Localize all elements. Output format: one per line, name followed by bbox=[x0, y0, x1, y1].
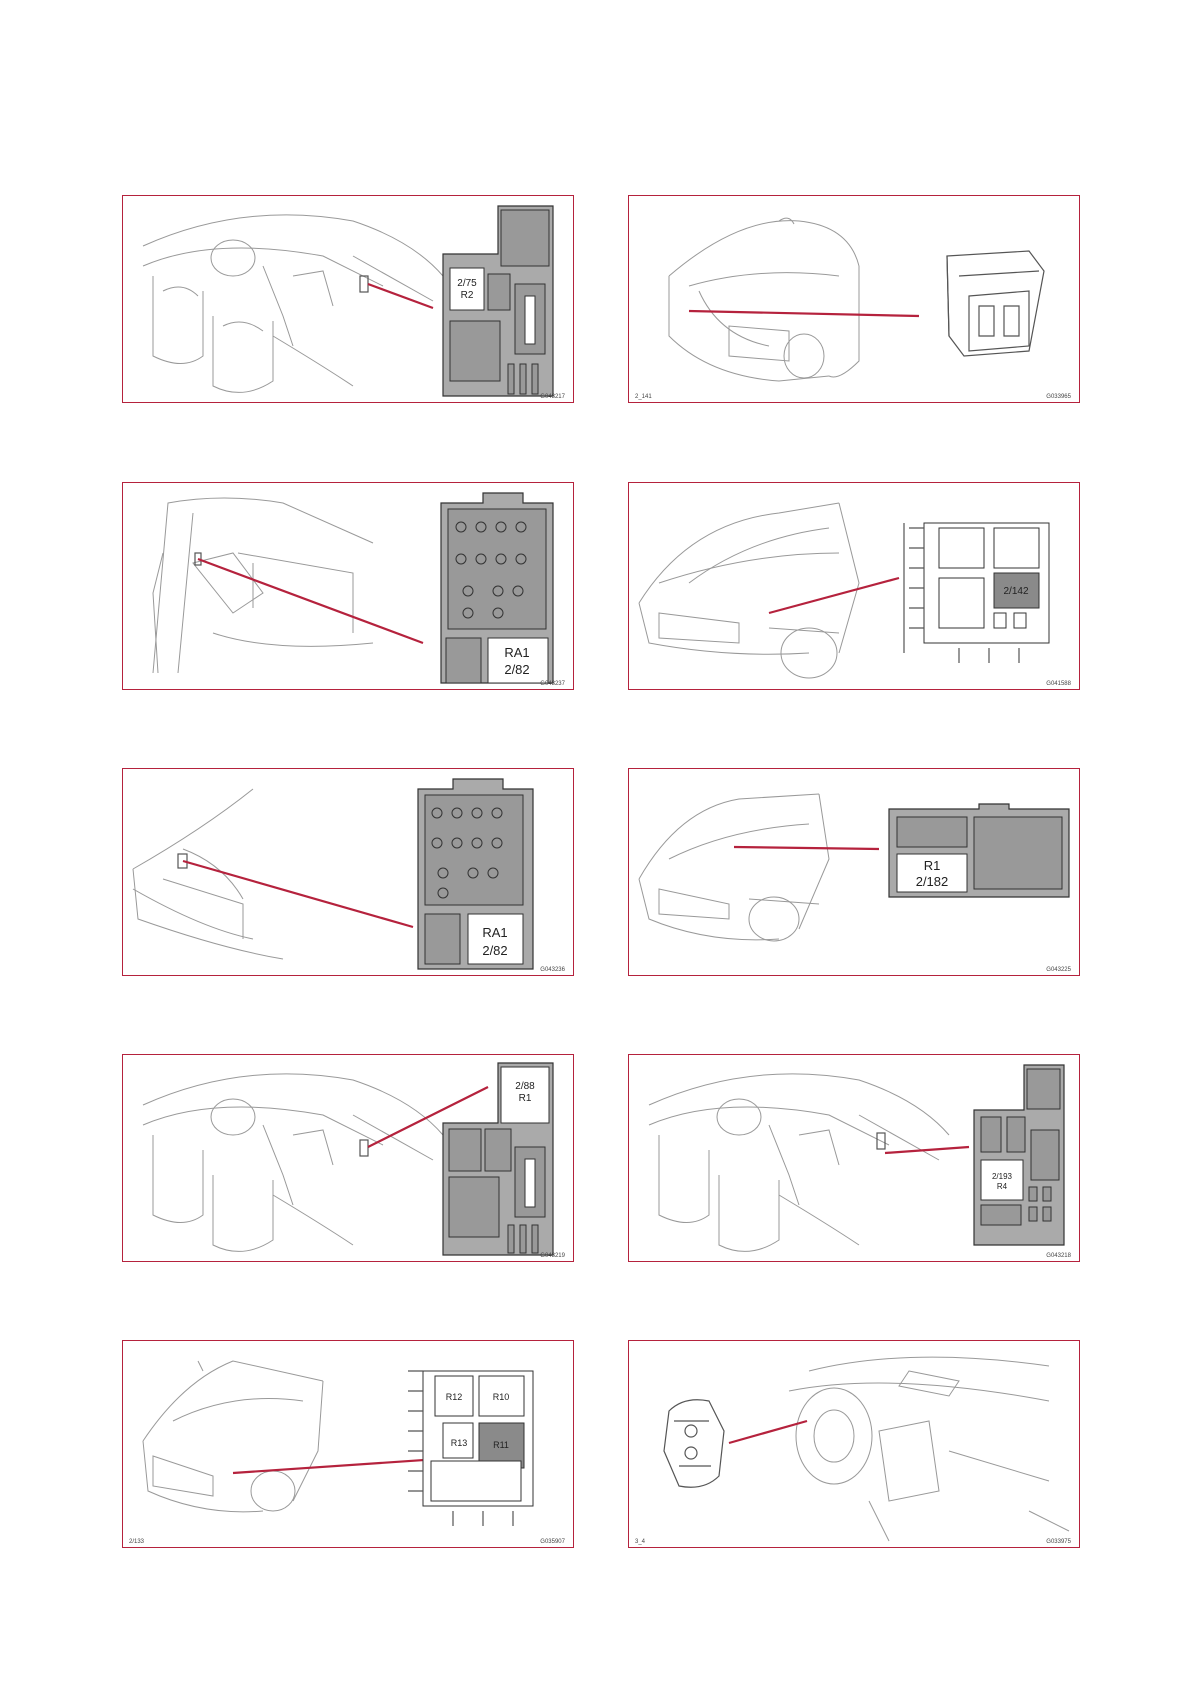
steering-control-unit bbox=[664, 1400, 724, 1488]
fuse-box-diagram: 2/75 R2 bbox=[443, 206, 553, 396]
relay-label: R1 bbox=[924, 858, 941, 873]
relay-component bbox=[947, 251, 1044, 356]
reference-number: 3_4 bbox=[635, 1539, 645, 1545]
figure-code: G033975 bbox=[1046, 1539, 1071, 1545]
car-front-illustration: R12 R10 R13 R11 bbox=[123, 1341, 574, 1548]
figure-code: G043217 bbox=[540, 394, 565, 400]
relay-label: R4 bbox=[997, 1182, 1008, 1191]
fuse-label: 2/88 bbox=[515, 1081, 535, 1092]
relay-label-r12: R12 bbox=[446, 1392, 463, 1402]
figure-code: G043219 bbox=[540, 1253, 565, 1259]
figure-code: G041588 bbox=[1046, 681, 1071, 687]
diagram-panel-9: R12 R10 R13 R11 2/133 G035907 bbox=[122, 1340, 574, 1548]
fuse-box-diagram: R12 R10 R13 R11 bbox=[408, 1371, 533, 1526]
relay-label: R1 bbox=[519, 1093, 532, 1104]
figure-code: G043225 bbox=[1046, 967, 1071, 973]
diagram-panel-1: 2/75 R2 G043217 bbox=[122, 195, 574, 403]
diagram-panel-3: RA1 2/82 G043237 bbox=[122, 482, 574, 690]
fuse-box-diagram: RA1 2/82 bbox=[418, 779, 533, 969]
relay-label: RA1 bbox=[482, 925, 507, 940]
interior-dashboard-illustration: 2/88 R1 bbox=[123, 1055, 574, 1262]
relay-label-1: R2 bbox=[461, 290, 474, 301]
fuse-label: 2/142 bbox=[1003, 586, 1028, 597]
figure-code: G043237 bbox=[540, 681, 565, 687]
fuse-box-diagram: 2/193 R4 bbox=[974, 1065, 1064, 1245]
car-rear-illustration bbox=[629, 196, 1080, 403]
steering-wheel-illustration bbox=[629, 1341, 1080, 1548]
fuse-label: 2/82 bbox=[482, 943, 507, 958]
fuse-box-diagram: RA1 2/82 bbox=[441, 493, 553, 683]
figure-code: G035907 bbox=[540, 1539, 565, 1545]
diagram-panel-8: 2/193 R4 G043218 bbox=[628, 1054, 1080, 1262]
diagram-panel-7: 2/88 R1 G043219 bbox=[122, 1054, 574, 1262]
fuse-label: 2/193 bbox=[992, 1172, 1013, 1181]
interior-dashboard-illustration: 2/75 R2 bbox=[123, 196, 574, 403]
car-rear-illustration: RA1 2/82 bbox=[123, 769, 574, 976]
fuse-label: 2/82 bbox=[504, 662, 529, 677]
fuse-box-diagram: 2/88 R1 bbox=[443, 1063, 553, 1255]
fuse-label: 2/182 bbox=[916, 874, 949, 889]
diagram-panel-5: RA1 2/82 G043236 bbox=[122, 768, 574, 976]
car-front-illustration: 2/142 bbox=[629, 483, 1080, 690]
reference-number: 2_141 bbox=[635, 394, 652, 400]
fuse-box-diagram: 2/142 bbox=[904, 523, 1049, 663]
relay-label-r10: R10 bbox=[493, 1392, 510, 1402]
diagram-panel-4: 2/142 G041588 bbox=[628, 482, 1080, 690]
trunk-illustration: RA1 2/82 bbox=[123, 483, 574, 690]
diagram-panel-10: 3_4 G033975 bbox=[628, 1340, 1080, 1548]
figure-code: G033965 bbox=[1046, 394, 1071, 400]
relay-label-r13: R13 bbox=[451, 1438, 468, 1448]
car-front-illustration: R1 2/182 bbox=[629, 769, 1080, 976]
relay-label-r11: R11 bbox=[493, 1440, 509, 1450]
fuse-label-1: 2/75 bbox=[457, 278, 477, 289]
interior-dashboard-illustration: 2/193 R4 bbox=[629, 1055, 1080, 1262]
diagram-panel-6: R1 2/182 G043225 bbox=[628, 768, 1080, 976]
fuse-box-diagram: R1 2/182 bbox=[889, 804, 1069, 897]
relay-label: RA1 bbox=[504, 645, 529, 660]
diagram-panel-2: 2_141 G033965 bbox=[628, 195, 1080, 403]
figure-code: G043218 bbox=[1046, 1253, 1071, 1259]
figure-code: G043236 bbox=[540, 967, 565, 973]
reference-number: 2/133 bbox=[129, 1539, 144, 1545]
